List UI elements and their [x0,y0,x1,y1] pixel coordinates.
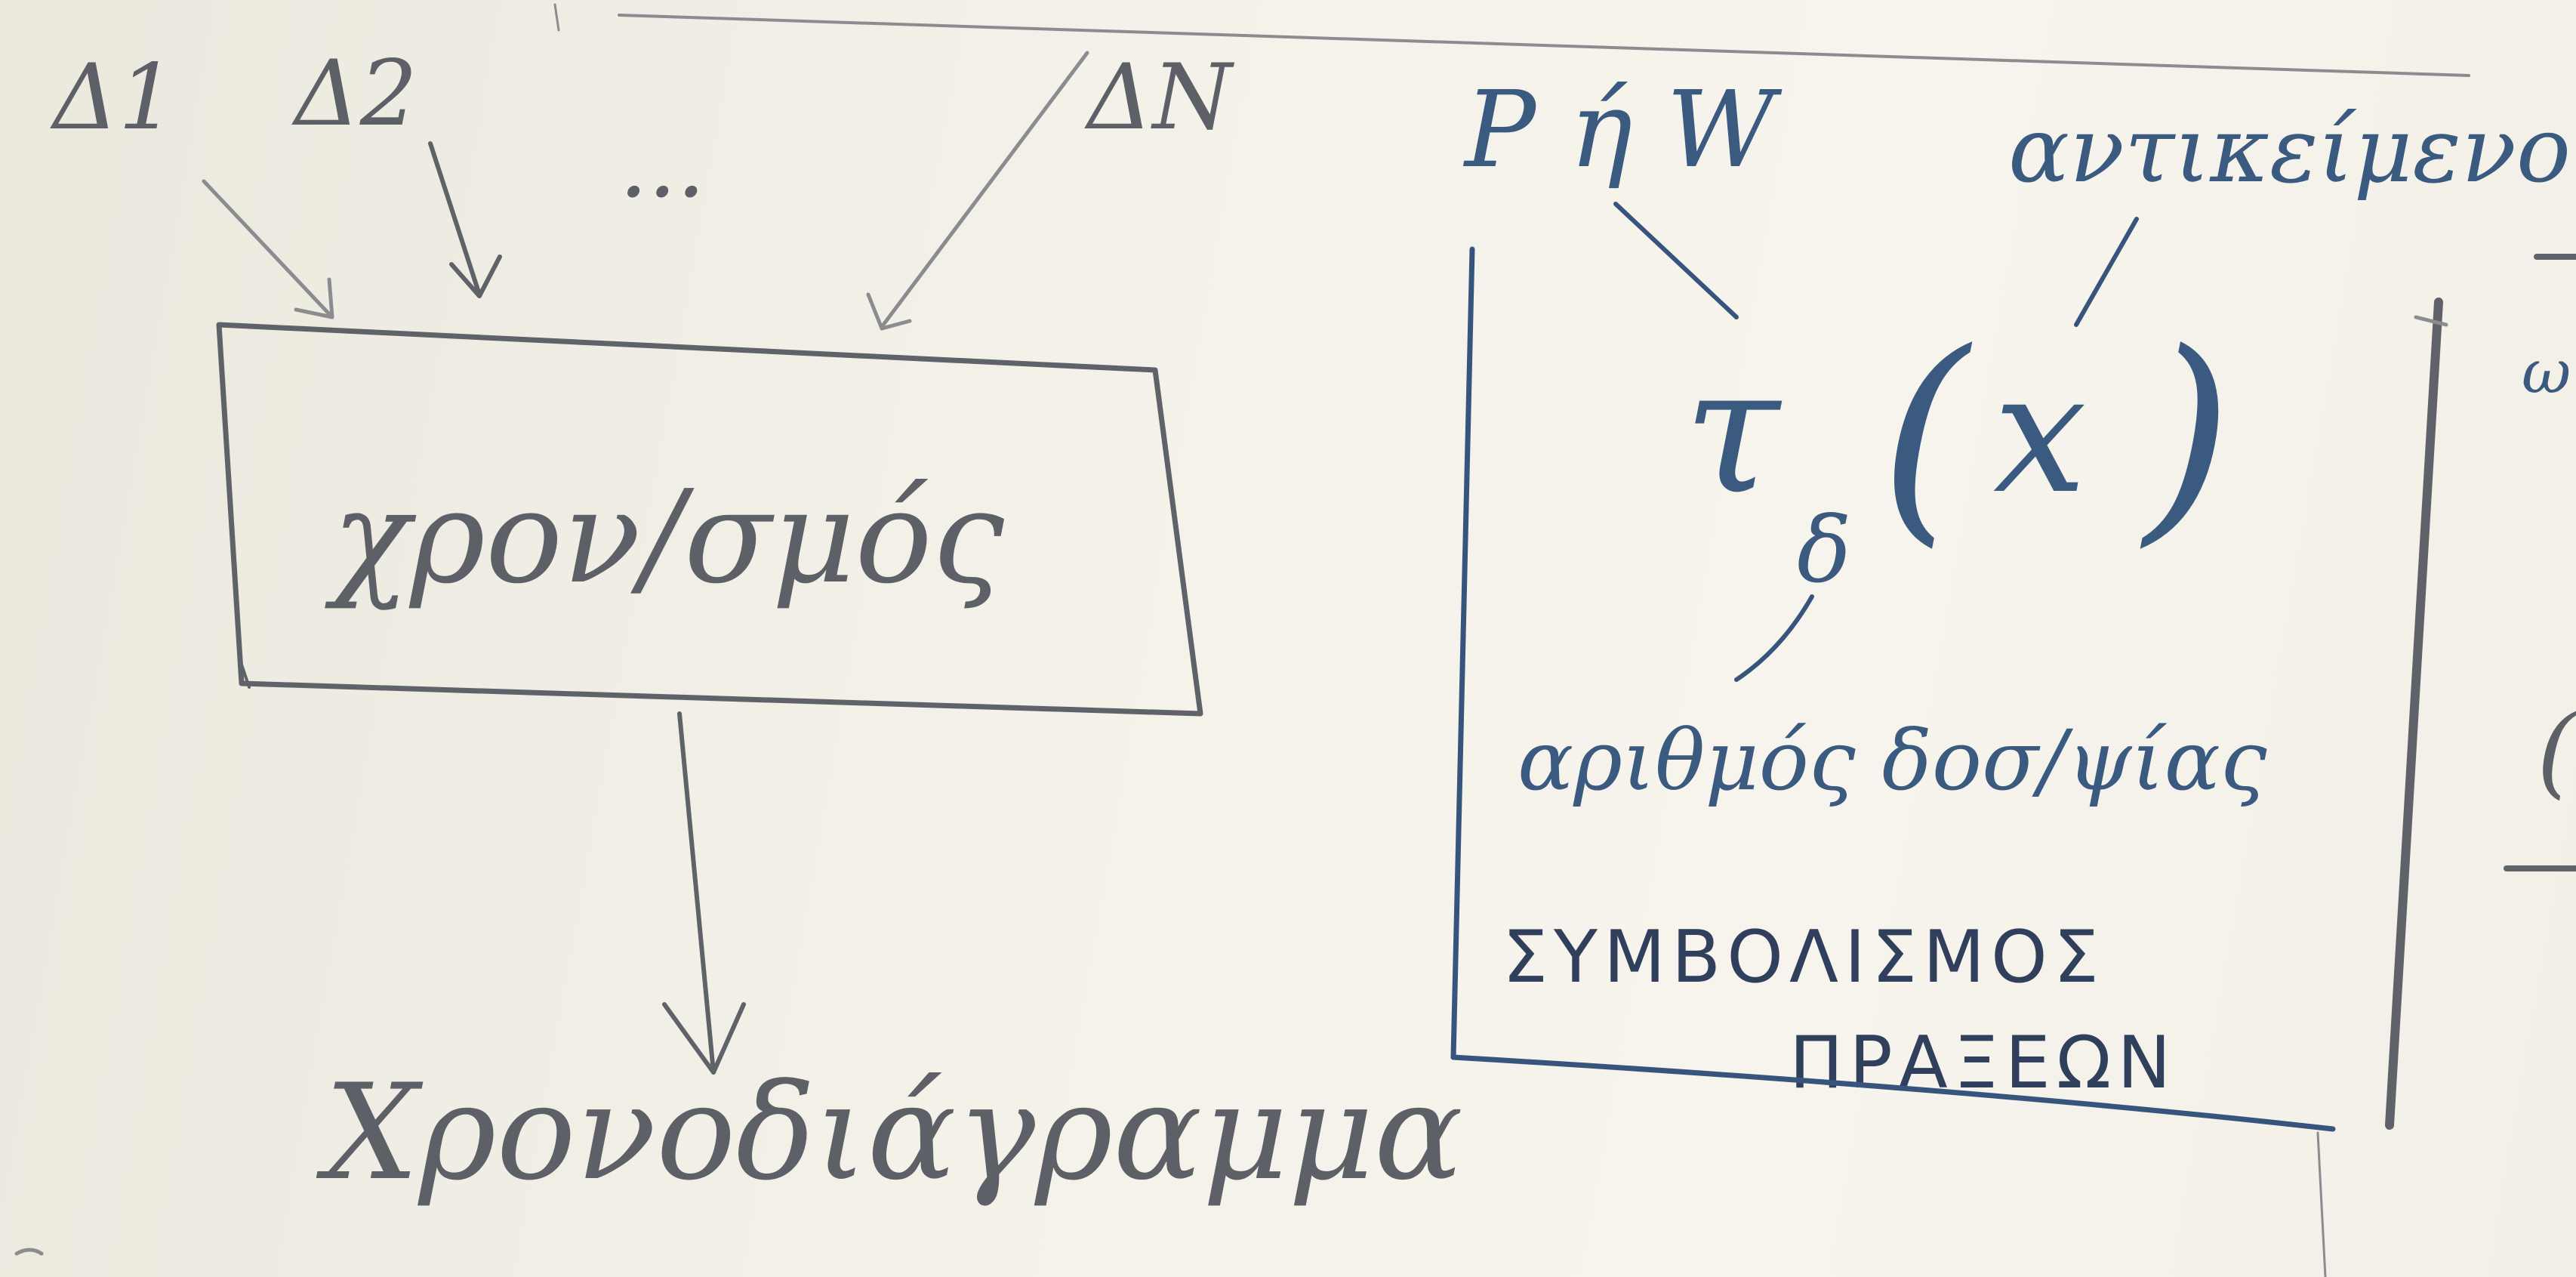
output-schedule-label: Χρονοδιάγραμμα [316,1056,1463,1210]
arrow-delta-1 [202,179,334,319]
board-top-edge [618,14,2470,77]
resource-label: Ρ ή W [1462,69,1783,192]
input-delta-2: Δ2 [291,42,418,147]
object-label: αντικείμενο [2008,98,2571,203]
edge-fragment-paren: ( [2537,694,2576,809]
right-separator-tick [2414,315,2448,327]
input-delta-n: ΔN [1084,45,1235,150]
scheduler-box: χρον/σμός [216,322,1203,717]
arrow-to-output [662,711,746,1075]
scheduler-label: χρον/σμός [325,463,1005,612]
right-faint-line [2316,1131,2327,1277]
operation-symbol: τ δ ( x ) [1684,304,2232,603]
stray-mark-bottom-left [14,1248,44,1256]
input-delta-1: Δ1 [50,45,176,150]
transaction-subscript: δ [1797,498,1851,603]
arrow-delta-n [866,51,1089,331]
arrow-delta-2 [428,141,502,298]
open-paren: ( [1880,304,1976,567]
connector-object [2074,217,2139,327]
connector-sequence [1734,594,1814,682]
object-variable: x [1993,337,2087,530]
connector-resource [1613,202,1739,319]
input-ellipsis: ... [619,113,705,218]
right-separator [2385,298,2443,1130]
notation-box-frame [1450,246,2336,1132]
notation-caption-line1: ΣΥΜΒΟΛΙΣΜΟΣ [1502,916,2105,999]
stray-mark-top [553,3,560,32]
transaction-number-label: αριθμός δοσ/ψίας [1518,712,2267,809]
close-paren: ) [2137,304,2232,567]
edge-fragment-w: ω. [2522,337,2576,407]
tau-symbol: τ [1684,331,1783,532]
notation-caption-line2: ΠΡΑΞΕΩΝ [1789,1022,2177,1105]
